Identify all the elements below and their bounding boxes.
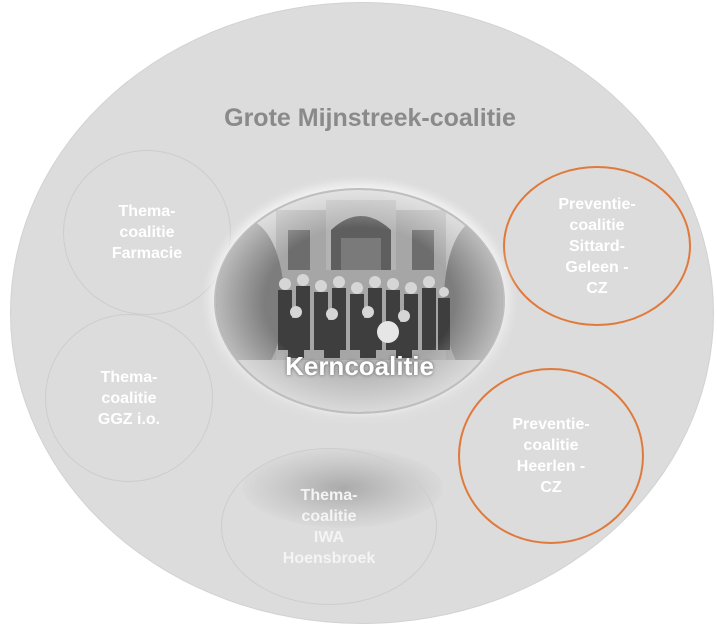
preventie-coalitie-sittard-label: Preventie- coalitie Sittard- Geleen - CZ [558,195,636,297]
thema-coalitie-farmacie-circle: Thema- coalitie Farmacie [63,150,231,315]
preventie-coalitie-sittard-circle: Preventie- coalitie Sittard- Geleen - CZ [503,166,691,326]
preventie-coalitie-heerlen-circle: Preventie- coalitie Heerlen - CZ [458,368,644,544]
preventie-coalitie-heerlen-label: Preventie- coalitie Heerlen - CZ [512,416,590,496]
thema-coalitie-farmacie-label: Thema- coalitie Farmacie [111,203,183,262]
kerncoalitie-label: Kerncoalitie [285,351,434,381]
thema-coalitie-ggz-label: Thema- coalitie GGZ i.o. [97,368,161,428]
kerncoalitie-circle: Kerncoalitie [214,188,505,414]
diagram-title: Grote Mijnstreek-coalitie [224,104,516,132]
thema-coalitie-iwa-label: Thema- coalitie IWA Hoensbroek [282,486,376,567]
thema-coalitie-iwa-circle: Thema- coalitie IWA Hoensbroek [221,448,437,605]
thema-coalitie-ggz-circle: Thema- coalitie GGZ i.o. [45,314,213,482]
group-photo-icon [216,190,503,412]
